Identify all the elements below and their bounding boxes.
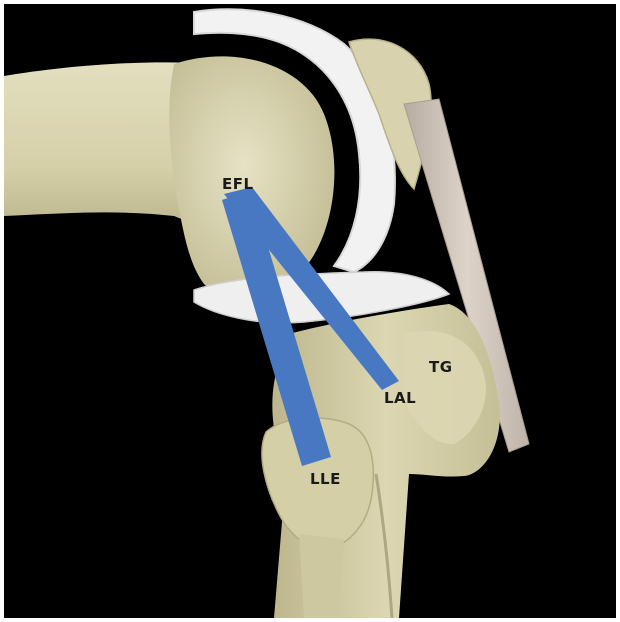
label-efl: EFL: [222, 177, 254, 192]
label-tg: TG: [429, 360, 453, 375]
label-lle: LLE: [310, 472, 341, 487]
knee-lateral-view-illustration: [4, 4, 616, 618]
image-frame: EFL TG LAL LLE: [4, 4, 616, 618]
label-lal: LAL: [384, 391, 416, 406]
fibula-shaft: [299, 534, 344, 618]
